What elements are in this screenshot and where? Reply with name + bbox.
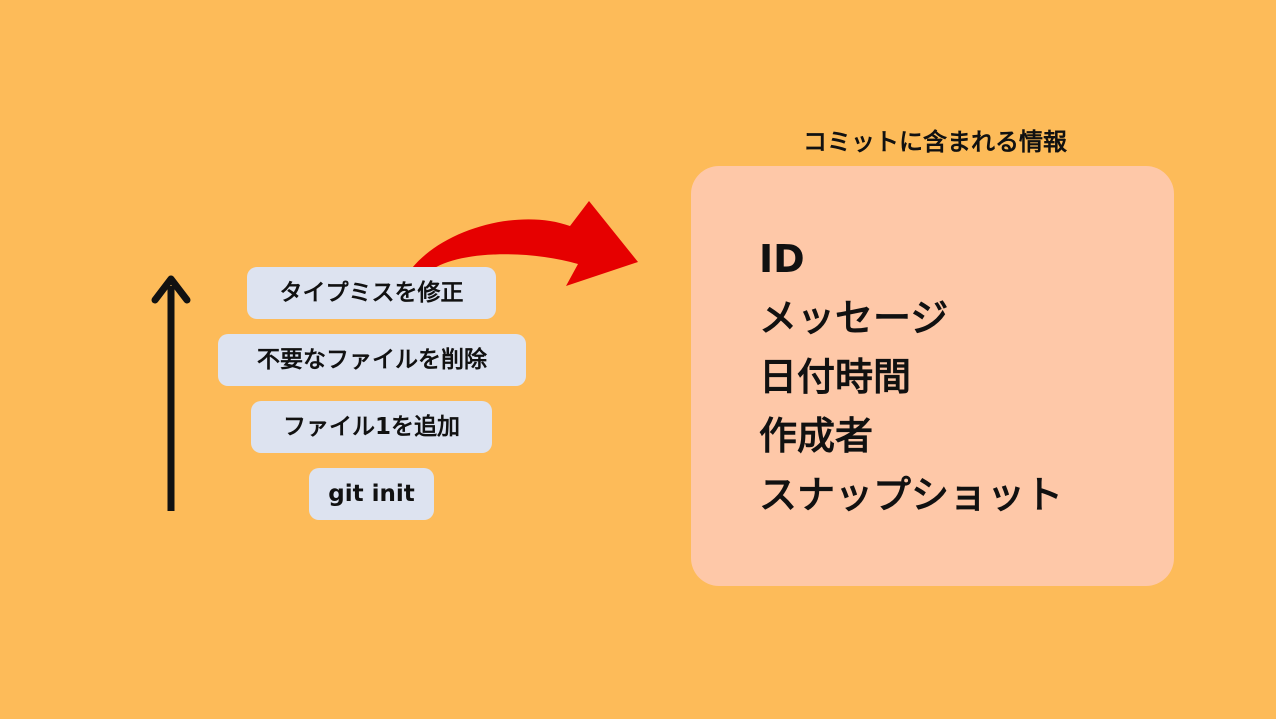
info-item-id: ID — [759, 237, 805, 281]
commit-to-info-arrow — [412, 201, 638, 286]
history-up-arrow — [151, 275, 191, 511]
commit-info-panel: ID メッセージ 日付時間 作成者 スナップショット — [691, 166, 1174, 586]
info-item-datetime: 日付時間 — [759, 355, 912, 399]
commit-delete-unneeded-file: 不要なファイルを削除 — [218, 334, 526, 386]
info-item-snapshot: スナップショット — [759, 473, 1064, 517]
info-item-author: 作成者 — [759, 414, 874, 458]
commit-fix-typo: タイプミスを修正 — [247, 267, 496, 319]
commit-add-file1: ファイル1を追加 — [251, 401, 492, 453]
commit-git-init: git init — [309, 468, 434, 520]
info-panel-title: コミットに含まれる情報 — [803, 128, 1067, 156]
info-item-message: メッセージ — [759, 296, 949, 340]
